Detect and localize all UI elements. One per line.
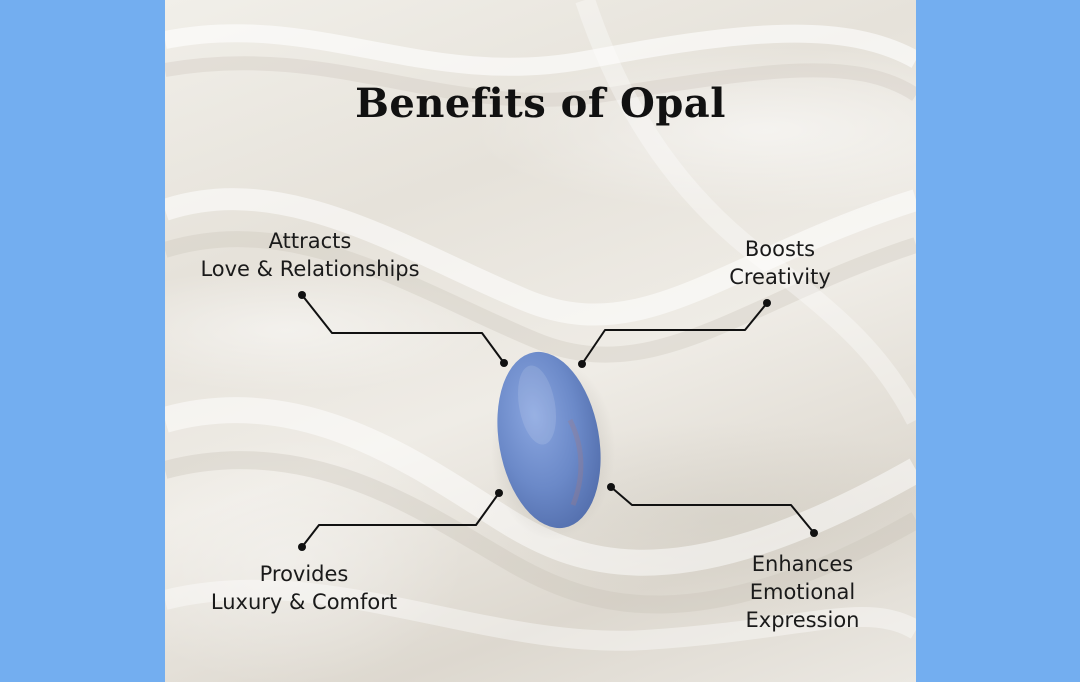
connector-creativity: [581, 302, 768, 365]
silk-photo-panel: Benefits of Opal Attracts Love & Relatio…: [165, 0, 916, 682]
connector-emotional-stone-dot: [607, 483, 615, 491]
opal-stone: [491, 351, 615, 540]
connector-creativity-end-dot: [763, 299, 771, 307]
benefit-creativity-label: Boosts Creativity: [675, 235, 885, 291]
connector-love-stone-dot: [500, 359, 508, 367]
connector-love: [301, 294, 505, 364]
benefit-love-line1: Attracts: [268, 229, 352, 253]
connector-emotional-end-dot: [810, 529, 818, 537]
page-title: Benefits of Opal: [355, 80, 726, 127]
benefit-creativity-line2: Creativity: [729, 265, 831, 289]
benefit-emotional-label: Enhances Emotional Expression: [705, 550, 900, 634]
connector-love-end-dot: [298, 291, 306, 299]
benefit-luxury-line2: Luxury & Comfort: [210, 590, 398, 614]
benefit-emotional-line3: Expression: [745, 608, 860, 632]
benefit-luxury-line1: Provides: [259, 562, 349, 586]
connector-luxury-stone-dot: [495, 489, 503, 497]
connector-luxury-end-dot: [298, 543, 306, 551]
benefit-emotional-line2: Emotional: [749, 580, 856, 604]
benefit-love-label: Attracts Love & Relationships: [165, 227, 455, 283]
connector-lines: [298, 291, 818, 551]
silk-folds: [165, 0, 916, 651]
benefit-emotional-line1: Enhances: [751, 552, 854, 576]
benefit-creativity-line1: Boosts: [744, 237, 816, 261]
connector-emotional: [610, 486, 815, 534]
connector-creativity-stone-dot: [578, 360, 586, 368]
benefit-luxury-label: Provides Luxury & Comfort: [165, 560, 443, 616]
benefit-love-line2: Love & Relationships: [200, 257, 420, 281]
connector-luxury: [301, 492, 500, 548]
